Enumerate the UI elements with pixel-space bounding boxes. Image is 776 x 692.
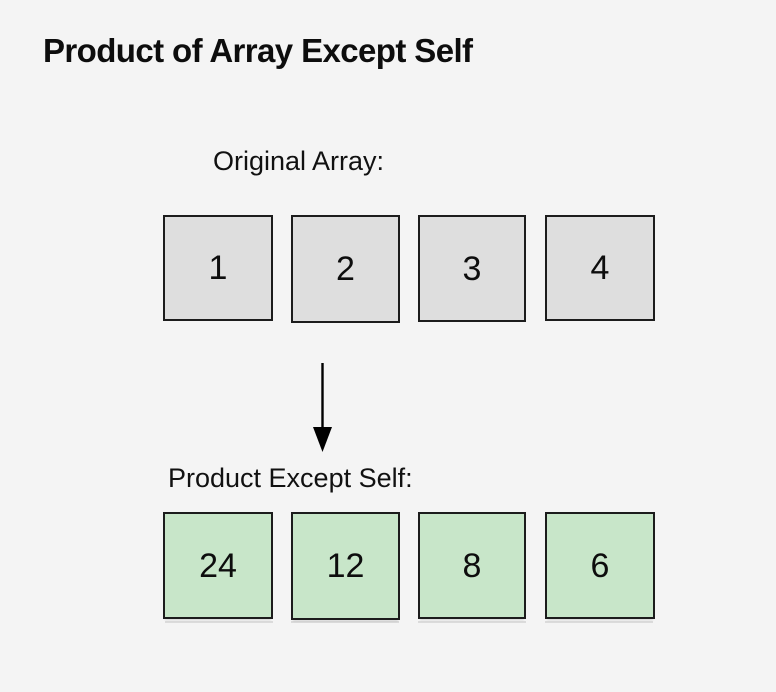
original-array-row: 1 2 3 4 [163,215,655,323]
cell-shadow [545,621,653,623]
array-cell: 2 [291,215,400,323]
result-cell: 24 [163,512,273,619]
product-array-row: 24 12 8 6 [163,512,655,620]
product-except-self-label: Product Except Self: [168,463,413,493]
result-cell: 6 [545,512,655,619]
cell-shadow [418,621,526,623]
array-cell: 4 [545,215,655,321]
cell-shadow [165,621,273,623]
original-array-label: Original Array: [213,146,385,176]
array-cell: 1 [163,215,273,321]
result-cell: 12 [291,512,400,620]
page-title: Product of Array Except Self [43,32,473,69]
result-cell: 8 [418,512,526,619]
array-cell: 3 [418,215,526,322]
cell-shadow [291,621,399,623]
downward-arrow-icon [313,363,332,452]
